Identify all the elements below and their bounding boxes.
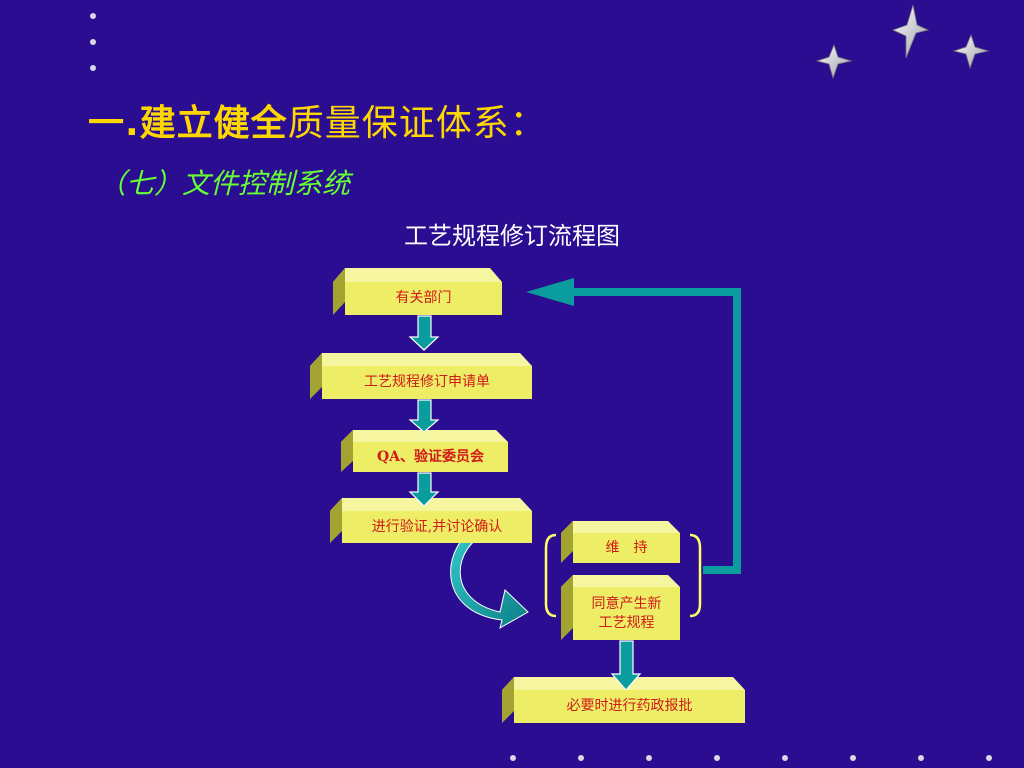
- decorative-dot: [850, 755, 856, 761]
- slide-title-rest: 质量保证体系：: [287, 103, 547, 144]
- flow-option-maintain: 维 持: [573, 533, 680, 563]
- flow-option-new-procedure: 同意产生新 工艺规程: [573, 587, 680, 640]
- box-bevels: [310, 268, 745, 723]
- decorative-dot: [90, 65, 96, 71]
- star-icon: [891, 4, 930, 59]
- flow-step-validation: 进行验证,并讨论确认: [342, 511, 532, 543]
- flow-step-qa-committee: QA、验证委员会: [353, 442, 508, 472]
- decorative-dot: [986, 755, 992, 761]
- feedback-arrow: [526, 278, 741, 574]
- slide-subtitle: （七）文件控制系统: [98, 167, 351, 200]
- arrow-down-icon: [408, 399, 440, 433]
- star-icon: [815, 43, 853, 80]
- arrow-down-icon: [610, 640, 642, 691]
- curved-arrow-icon: [450, 524, 529, 630]
- arrow-down-icon: [408, 315, 440, 351]
- decorative-dot: [578, 755, 584, 761]
- flow-step-regulatory-approval: 必要时进行药政报批: [514, 690, 745, 723]
- decorative-dot: [646, 755, 652, 761]
- decorative-dot: [90, 13, 96, 19]
- decorative-dot: [90, 39, 96, 45]
- flow-step-department: 有关部门: [345, 282, 502, 315]
- decorative-dot: [714, 755, 720, 761]
- arrow-down-icon: [408, 472, 440, 507]
- slide-title: 一.建立健全质量保证体系：: [88, 94, 547, 146]
- decorative-dot: [918, 755, 924, 761]
- decorative-dot: [782, 755, 788, 761]
- flow-step-revision-request: 工艺规程修订申请单: [322, 366, 532, 399]
- star-icon: [952, 33, 990, 70]
- diagram-title: 工艺规程修订流程图: [404, 222, 620, 250]
- option-brackets: [544, 533, 702, 618]
- decorative-dot: [510, 755, 516, 761]
- slide-title-bold: 一.建立健全: [88, 103, 288, 144]
